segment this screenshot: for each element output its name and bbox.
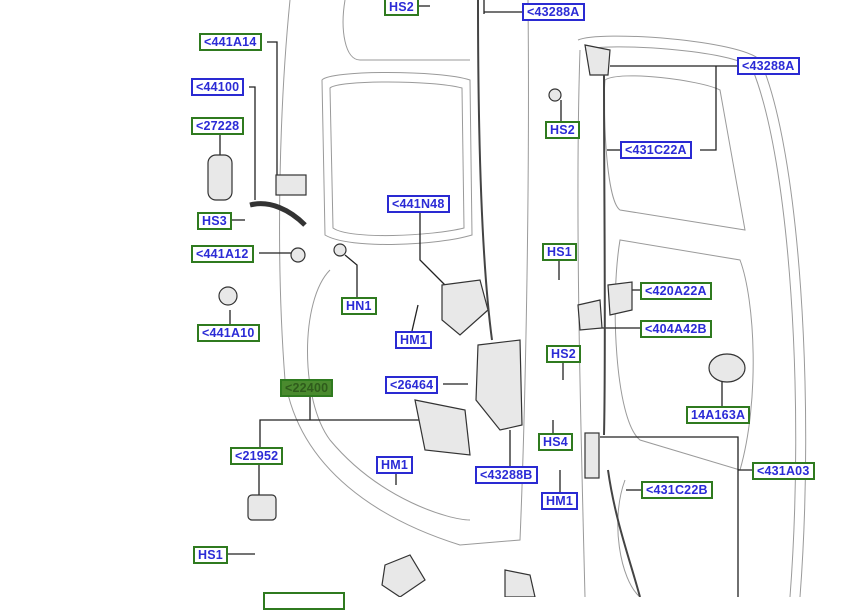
callout-431a03[interactable]: <431A03: [752, 462, 815, 480]
part-latch: [475, 339, 523, 431]
part-bracket: [504, 569, 536, 597]
part-27228: [207, 154, 233, 201]
callout-hs2-right[interactable]: HS2: [545, 121, 580, 139]
callout-44100[interactable]: <44100: [191, 78, 245, 96]
part-14A163A: [708, 353, 746, 383]
part-404A42B: [577, 299, 603, 331]
door-lock-exploded-diagram: [207, 0, 807, 597]
part-knob: [381, 554, 426, 597]
callout-14a163a[interactable]: 14A163A: [686, 406, 751, 424]
callout-cutoff-bottom[interactable]: [263, 592, 345, 610]
callout-441a12[interactable]: <441A12: [191, 245, 254, 263]
callout-43288b[interactable]: <43288B: [475, 466, 538, 484]
callout-hs2-lower[interactable]: HS2: [546, 345, 581, 363]
callout-26464[interactable]: <26464: [385, 376, 439, 394]
callout-hs3[interactable]: HS3: [197, 212, 232, 230]
callout-431c22b[interactable]: <431C22B: [641, 481, 713, 499]
callout-441n48[interactable]: <441N48: [387, 195, 450, 213]
callout-43288a-right[interactable]: <43288A: [737, 57, 800, 75]
part-HN1: [333, 243, 347, 257]
callout-441a10[interactable]: <441A10: [197, 324, 260, 342]
part-441A10: [218, 286, 238, 306]
callout-441a14[interactable]: <441A14: [199, 33, 262, 51]
part-420A22A: [607, 281, 633, 316]
callout-hm1-middle[interactable]: HM1: [376, 456, 413, 474]
callout-hm1-right[interactable]: HM1: [541, 492, 578, 510]
part-HS2: [548, 88, 562, 102]
callout-21952[interactable]: <21952: [230, 447, 284, 465]
cables: [477, 0, 641, 597]
part-441A14: [275, 174, 307, 196]
callout-hs1-lower[interactable]: HS1: [193, 546, 228, 564]
leader-lines: [219, 0, 752, 597]
part-22400: [414, 399, 471, 456]
callout-404a42b[interactable]: <404A42B: [640, 320, 712, 338]
part-44100: [249, 201, 307, 227]
callout-hs2-top[interactable]: HS2: [384, 0, 419, 16]
callout-hm1-upper[interactable]: HM1: [395, 331, 432, 349]
callout-27228[interactable]: <27228: [191, 117, 245, 135]
callout-hn1[interactable]: HN1: [341, 297, 377, 315]
callout-22400-selected[interactable]: <22400: [280, 379, 334, 397]
callout-43288a-top[interactable]: <43288A: [522, 3, 585, 21]
part-43288A: [584, 44, 611, 76]
part-441A12: [290, 247, 306, 263]
part-441N48: [441, 279, 489, 336]
callout-hs4[interactable]: HS4: [538, 433, 573, 451]
part-21952: [247, 494, 277, 521]
callout-hs1-right[interactable]: HS1: [542, 243, 577, 261]
callout-431c22a[interactable]: <431C22A: [620, 141, 692, 159]
parts: [207, 44, 746, 597]
callout-420a22a[interactable]: <420A22A: [640, 282, 712, 300]
part-431A03: [584, 432, 600, 479]
